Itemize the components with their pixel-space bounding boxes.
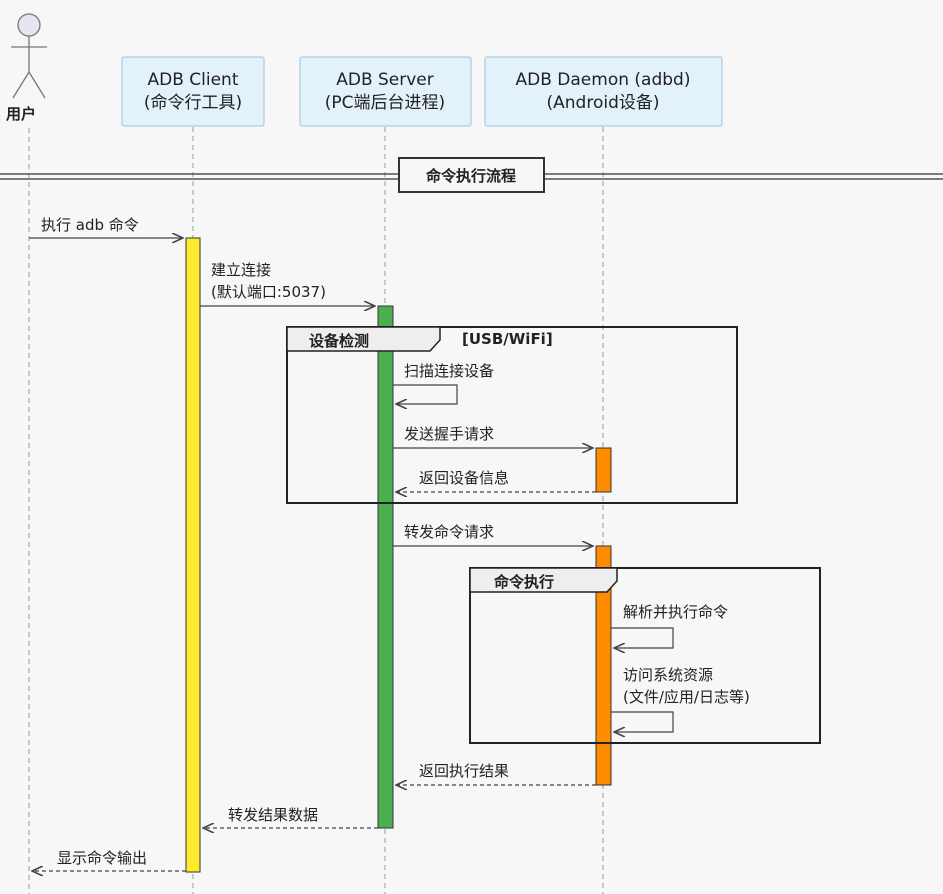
message-arrow-7 <box>611 627 674 648</box>
activation-daemon-1 <box>595 447 612 493</box>
activation-daemon-2 <box>595 545 612 786</box>
message-label-8a: 访问系统资源 <box>623 666 713 684</box>
activation-server <box>377 305 394 829</box>
messages <box>29 238 674 871</box>
message-label-6: 转发命令请求 <box>404 523 494 541</box>
lifelines <box>28 127 604 894</box>
message-label-7: 解析并执行命令 <box>623 603 728 621</box>
participant-client-name: ADB Client <box>147 70 238 90</box>
fragment-command-exec: 命令执行 <box>469 567 821 744</box>
participant-daemon-name: ADB Daemon (adbd) <box>516 70 691 90</box>
actor-user: 用户 <box>6 13 47 123</box>
message-label-1: 执行 adb 命令 <box>41 216 139 234</box>
activations <box>185 237 612 873</box>
actor-label: 用户 <box>6 105 36 123</box>
message-arrow-8 <box>611 711 674 732</box>
fragment-device-detection: 设备检测 [USB/WiFi] <box>286 326 738 504</box>
message-label-2a: 建立连接 <box>211 261 271 279</box>
message-label-8b: (文件/应用/日志等) <box>623 688 750 706</box>
participant-server: ADB Server (PC端后台进程) <box>299 56 472 127</box>
stick-figure-icon <box>11 13 47 99</box>
section-divider: 命令执行流程 <box>0 157 943 193</box>
participant-server-desc: (PC端后台进程) <box>325 93 445 113</box>
message-label-11: 显示命令输出 <box>57 849 147 867</box>
fragment-detect-title: 设备检测 <box>309 332 369 350</box>
message-label-10: 转发结果数据 <box>228 806 318 824</box>
message-label-2b: (默认端口:5037) <box>211 283 326 301</box>
fragment-detect-guard: [USB/WiFi] <box>462 330 553 348</box>
activation-client <box>185 237 201 873</box>
message-label-4: 发送握手请求 <box>404 425 494 443</box>
participant-server-name: ADB Server <box>336 70 434 90</box>
message-arrow-3 <box>393 384 458 404</box>
participant-daemon: ADB Daemon (adbd) (Android设备) <box>484 56 723 127</box>
message-label-9: 返回执行结果 <box>419 762 509 780</box>
section-divider-label: 命令执行流程 <box>425 167 516 185</box>
participant-client: ADB Client (命令行工具) <box>121 56 265 127</box>
participant-client-desc: (命令行工具) <box>144 93 242 113</box>
message-label-3: 扫描连接设备 <box>404 362 494 380</box>
fragment-exec-title: 命令执行 <box>493 573 554 591</box>
message-labels: 执行 adb 命令 建立连接 (默认端口:5037) 扫描连接设备 发送握手请求… <box>41 216 750 867</box>
participant-daemon-desc: (Android设备) <box>547 93 660 113</box>
message-label-5: 返回设备信息 <box>419 469 509 487</box>
